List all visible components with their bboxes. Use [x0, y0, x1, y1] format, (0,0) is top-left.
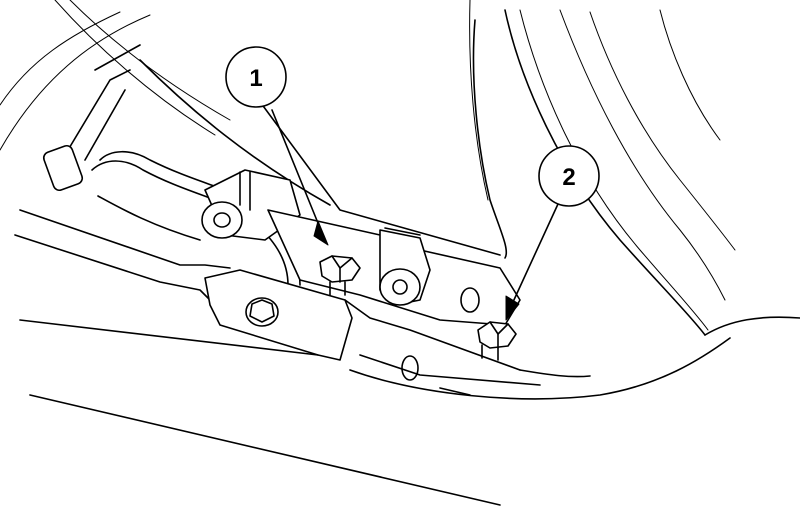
callout-2-number: 2 [562, 164, 575, 191]
body-panel-curves [0, 0, 231, 151]
callout-1: 1 [225, 46, 329, 246]
callout-1-number: 1 [249, 65, 262, 92]
door-pillar [139, 0, 501, 256]
fender-panel-curves [472, 9, 800, 336]
bolt-2 [477, 321, 517, 361]
callout-2: 2 [505, 145, 600, 321]
sill-edge [19, 319, 731, 506]
support-strut [42, 44, 141, 192]
bolt-1 [319, 255, 361, 296]
mounting-bracket [14, 209, 591, 396]
